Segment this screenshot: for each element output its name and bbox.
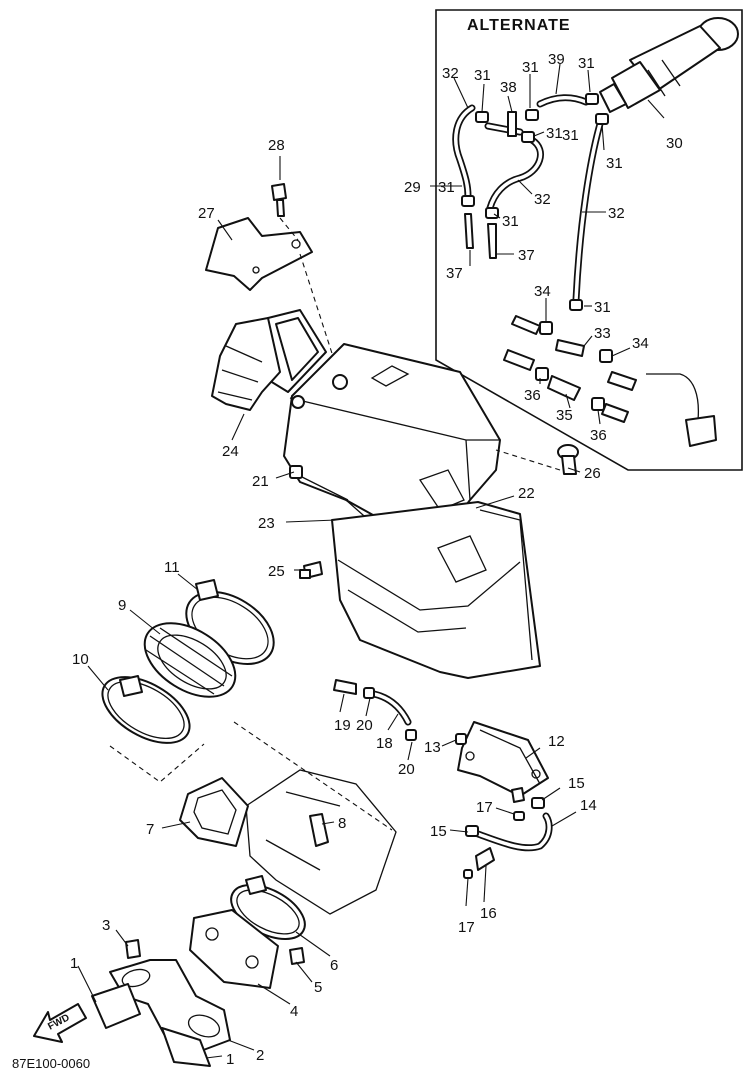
part-8-engine-block: [245, 769, 397, 915]
part-9-carb-joint: [143, 622, 237, 698]
fwd-arrow-icon: FWD: [33, 1003, 87, 1043]
part-27-bracket: [205, 217, 313, 291]
callout-3: 3: [102, 917, 110, 934]
callout-15a: 15: [568, 775, 585, 792]
callout-31b: 31: [522, 59, 539, 76]
part-22-airbox-case: [331, 501, 541, 679]
callout-22: 22: [518, 485, 535, 502]
callout-20a: 20: [356, 717, 373, 734]
callout-17b: 17: [458, 919, 475, 936]
callout-30: 30: [666, 135, 683, 152]
callout-9: 9: [118, 597, 126, 614]
part-10-clamp: [101, 675, 191, 744]
callout-26: 26: [584, 465, 601, 482]
callout-14: 14: [580, 797, 597, 814]
callout-31g: 31: [502, 213, 519, 230]
callout-32b: 32: [534, 191, 551, 208]
callout-11: 11: [164, 559, 180, 576]
callout-1b: 1: [226, 1051, 234, 1068]
callout-28: 28: [268, 137, 285, 154]
callout-32c: 32: [608, 205, 625, 222]
part-16-filter: [463, 847, 495, 879]
part-26-bolt: [557, 444, 579, 475]
callout-31h: 31: [594, 299, 611, 316]
callout-17a: 17: [476, 799, 493, 816]
callout-31d: 31: [546, 125, 563, 142]
leader-lines: [77, 63, 665, 1059]
part-28-screw: [271, 183, 287, 217]
callout-31f: 31: [438, 179, 455, 196]
part-3-bolt: [125, 939, 141, 959]
callout-23: 23: [258, 515, 275, 532]
callout-5: 5: [314, 979, 322, 996]
callout-31e: 31: [606, 155, 623, 172]
part-18-hose: [363, 687, 417, 741]
callout-36a: 36: [524, 387, 541, 404]
callout-31a: 31: [474, 67, 491, 84]
callout-2: 2: [256, 1047, 264, 1064]
callout-38: 38: [500, 79, 517, 96]
callout-34a: 34: [534, 283, 551, 300]
part-4-reed-valve: [189, 909, 279, 989]
callout-37b: 37: [518, 247, 535, 264]
callout-19: 19: [334, 717, 351, 734]
part-30-fuel-fitting: [599, 17, 739, 113]
part-1-gasket: [91, 983, 211, 1067]
callout-33: 33: [594, 325, 611, 342]
callout-12: 12: [548, 733, 565, 750]
callout-39: 39: [548, 51, 565, 68]
part-5-bolt: [289, 947, 305, 965]
callout-1a: 1: [70, 955, 78, 972]
callout-4: 4: [290, 1003, 298, 1020]
drawing-code: 87E100-0060: [12, 1056, 90, 1071]
callout-27: 27: [198, 205, 215, 222]
part-12-fuel-pump: [455, 721, 549, 803]
part-24-intake-duct: [211, 309, 327, 411]
callout-18: 18: [376, 735, 393, 752]
part-19-fitting: [333, 679, 357, 695]
callout-24: 24: [222, 443, 239, 460]
callout-32a: 32: [442, 65, 459, 82]
part-2-manifold: [109, 959, 231, 1053]
callout-15b: 15: [430, 823, 447, 840]
callout-20b: 20: [398, 761, 415, 778]
callout-7: 7: [146, 821, 154, 838]
callout-34b: 34: [632, 335, 649, 352]
callout-29: 29: [404, 179, 421, 196]
callout-25: 25: [268, 563, 285, 580]
callout-31i: 31: [562, 127, 579, 144]
callout-31c: 31: [578, 55, 595, 72]
alternate-label: ALTERNATE: [467, 17, 571, 34]
alternate-inset-frame: [435, 9, 743, 471]
callout-10: 10: [72, 651, 89, 668]
callout-13: 13: [424, 739, 441, 756]
callout-16: 16: [480, 905, 497, 922]
callout-35: 35: [556, 407, 573, 424]
part-21-clip: [289, 465, 303, 479]
callout-36b: 36: [590, 427, 607, 444]
callout-8: 8: [338, 815, 346, 832]
callout-6: 6: [330, 957, 338, 974]
alternate-hoses: [452, 93, 717, 447]
part-14-hose: [465, 797, 553, 852]
callout-labels: 28 27 24 21 23 22 25 26 11 9 10 7 8 3 1 …: [70, 51, 683, 1068]
callout-37a: 37: [446, 265, 463, 282]
part-7-reed-gasket: [179, 777, 249, 847]
callout-21: 21: [252, 473, 269, 490]
part-25-screw: [299, 561, 323, 579]
